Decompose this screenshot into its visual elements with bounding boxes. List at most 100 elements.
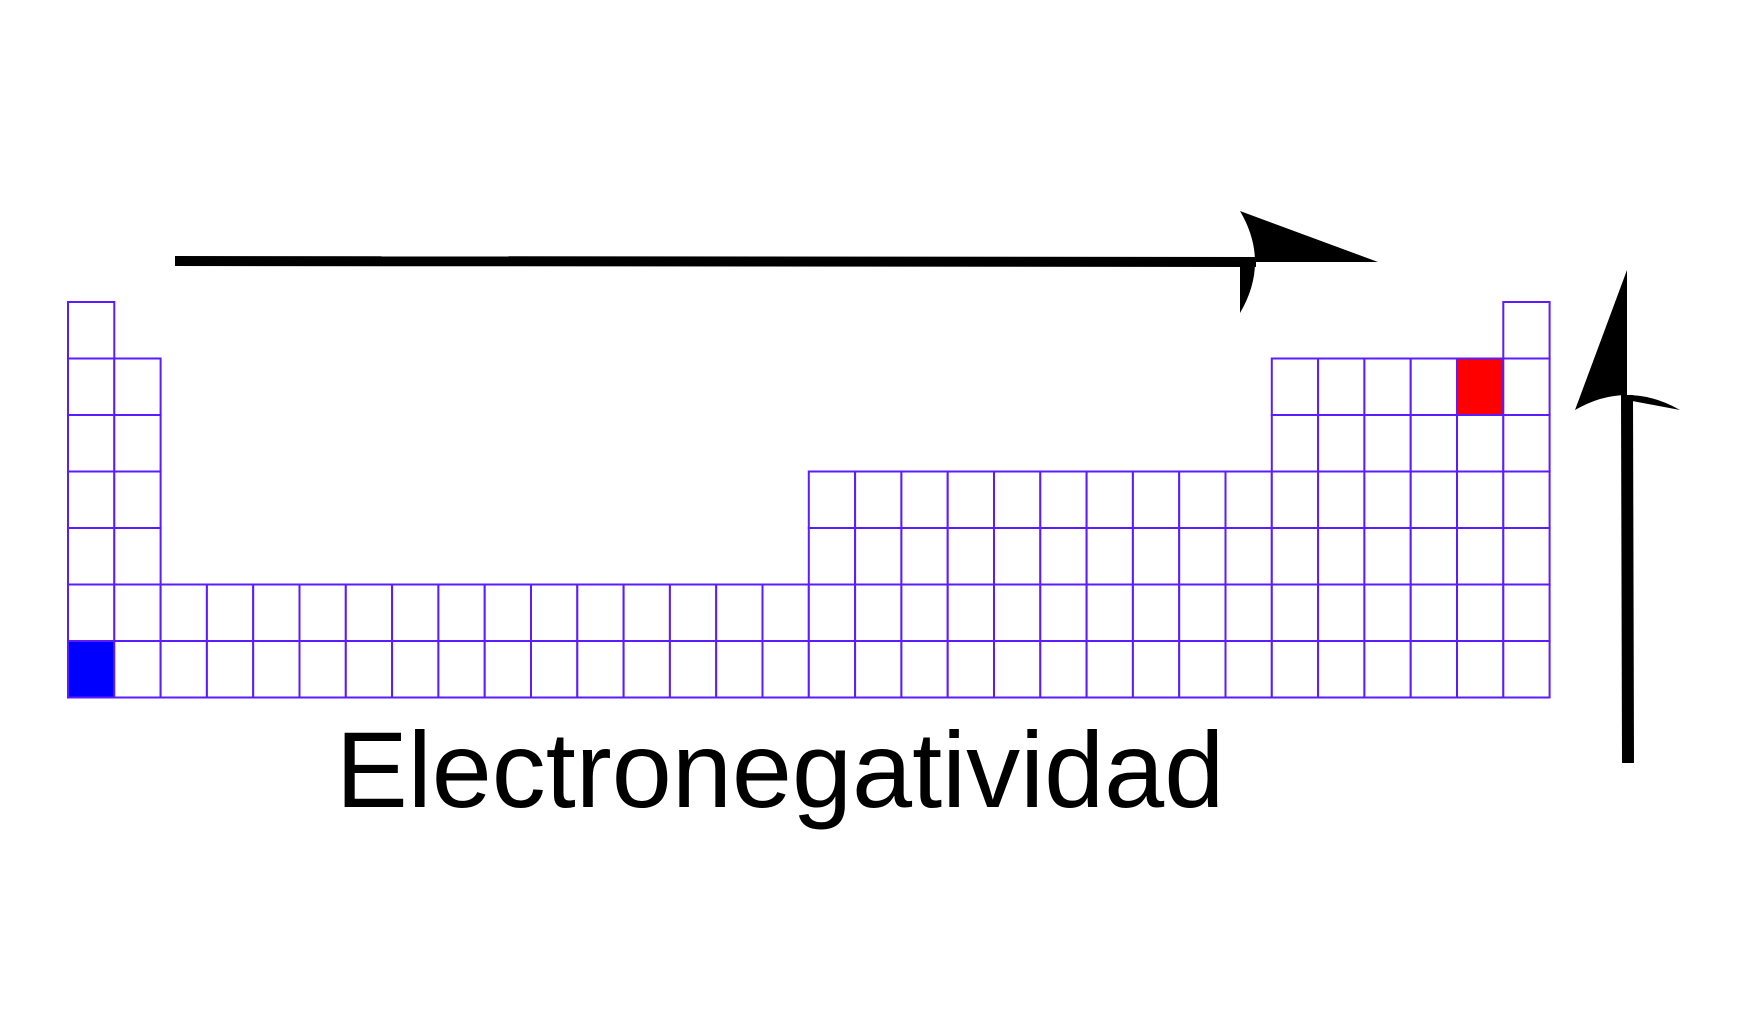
- element-cell: [1085, 527, 1134, 586]
- element-cell: [205, 640, 255, 699]
- element-cell: [1131, 470, 1181, 529]
- element-cell: [807, 640, 857, 699]
- element-cell: [1363, 414, 1412, 473]
- element-cell: [1409, 583, 1458, 642]
- element-cell: [1131, 583, 1181, 642]
- element-cell: [668, 583, 718, 642]
- element-cell: [900, 583, 949, 642]
- element-cell: [1224, 583, 1273, 642]
- element-cell: [1456, 583, 1505, 642]
- element-cell: [807, 583, 857, 642]
- element-cell: [761, 583, 810, 642]
- element-cell: [1317, 640, 1366, 699]
- element-cell: [900, 527, 949, 586]
- element-cell: [900, 640, 949, 699]
- element-cell: [1131, 640, 1181, 699]
- element-cell: [113, 470, 162, 529]
- element-cell: [854, 640, 903, 699]
- element-cell: [159, 640, 208, 699]
- element-cell: [1409, 414, 1458, 473]
- element-cell: [1363, 527, 1412, 586]
- element-cell: [1270, 357, 1320, 416]
- element-cell: [344, 640, 394, 699]
- element-cell: [576, 583, 625, 642]
- element-cell: [530, 640, 579, 699]
- highlighted-element-cell: [67, 640, 116, 699]
- element-cell: [1224, 640, 1273, 699]
- element-cell: [1502, 301, 1551, 360]
- element-cell: [483, 583, 533, 642]
- element-cell: [1502, 414, 1551, 473]
- element-cell: [391, 583, 440, 642]
- element-cell: [1409, 357, 1458, 416]
- element-cell: [67, 357, 116, 416]
- diagram-title: Electronegatividad: [336, 709, 1225, 830]
- element-cell: [1502, 527, 1551, 586]
- element-cell: [1363, 583, 1412, 642]
- element-cell: [854, 470, 903, 529]
- element-cell: [1270, 414, 1320, 473]
- element-cell: [1178, 470, 1227, 529]
- element-cell: [1502, 583, 1551, 642]
- element-cell: [1178, 640, 1227, 699]
- element-cell: [298, 640, 347, 699]
- element-cell: [1039, 640, 1088, 699]
- element-cell: [715, 640, 764, 699]
- element-cell: [1456, 470, 1505, 529]
- element-cell: [437, 583, 486, 642]
- element-cell: [1363, 357, 1412, 416]
- element-cell: [1317, 527, 1366, 586]
- element-cell: [993, 470, 1042, 529]
- element-cell: [113, 357, 162, 416]
- element-cell: [946, 640, 996, 699]
- element-cell: [1317, 583, 1366, 642]
- element-cell: [622, 640, 671, 699]
- vertical-trend-arrow: [1575, 270, 1680, 764]
- element-cell: [1317, 357, 1366, 416]
- element-cell: [946, 583, 996, 642]
- element-cell: [1409, 527, 1458, 586]
- element-cell: [1039, 470, 1088, 529]
- element-cell: [67, 301, 116, 360]
- element-cell: [391, 640, 440, 699]
- element-cell: [1224, 470, 1273, 529]
- element-cell: [1456, 527, 1505, 586]
- element-cell: [807, 527, 857, 586]
- element-cell: [298, 583, 347, 642]
- element-cell: [761, 640, 810, 699]
- element-cell: [67, 414, 116, 473]
- element-cell: [900, 470, 949, 529]
- element-cell: [668, 640, 718, 699]
- element-cell: [993, 640, 1042, 699]
- element-cell: [1039, 527, 1088, 586]
- element-cell: [1317, 414, 1366, 473]
- element-cell: [854, 527, 903, 586]
- element-cell: [113, 583, 162, 642]
- highlighted-element-cell: [1456, 357, 1505, 416]
- element-cell: [1456, 640, 1505, 699]
- element-cell: [946, 527, 996, 586]
- element-cell: [1270, 583, 1320, 642]
- element-cell: [807, 470, 857, 529]
- element-cell: [67, 527, 116, 586]
- element-cell: [437, 640, 486, 699]
- element-cell: [1178, 583, 1227, 642]
- element-cell: [1502, 470, 1551, 529]
- element-cell: [344, 583, 394, 642]
- element-cell: [67, 470, 116, 529]
- element-cell: [205, 583, 255, 642]
- element-cell: [252, 640, 301, 699]
- element-cell: [993, 583, 1042, 642]
- element-cell: [1363, 470, 1412, 529]
- element-cell: [1502, 640, 1551, 699]
- element-cell: [1039, 583, 1088, 642]
- element-cell: [530, 583, 579, 642]
- element-cell: [113, 414, 162, 473]
- element-cell: [1270, 470, 1320, 529]
- periodic-table-grid: [67, 301, 1551, 699]
- element-cell: [1085, 583, 1134, 642]
- element-cell: [1178, 527, 1227, 586]
- element-cell: [622, 583, 671, 642]
- element-cell: [1270, 527, 1320, 586]
